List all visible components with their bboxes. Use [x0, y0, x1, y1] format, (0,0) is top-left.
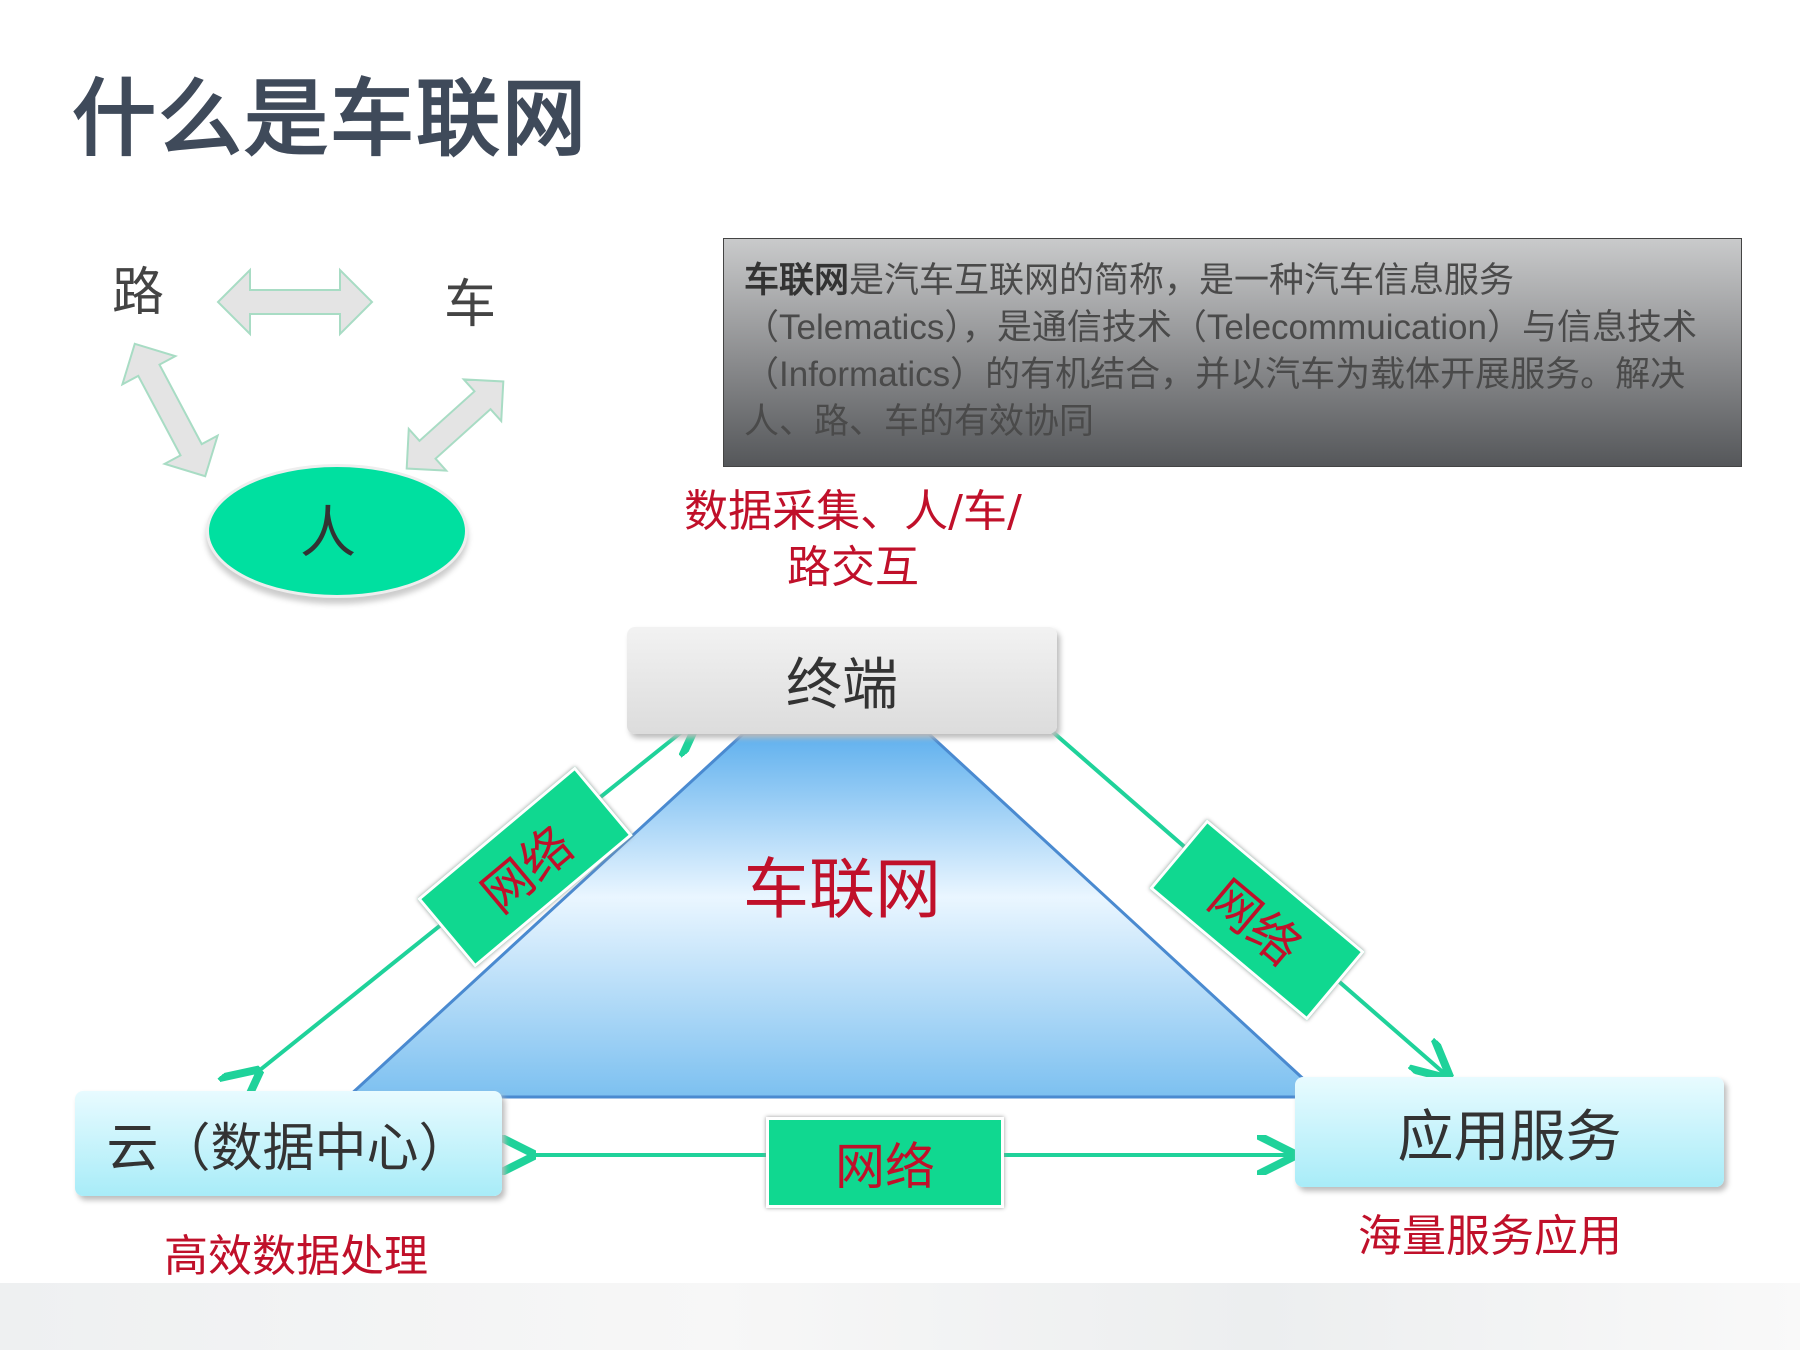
terminal-node: 终端: [627, 627, 1057, 734]
terminal-note: 数据采集、人/车/路交互: [684, 486, 1022, 593]
apps-node: 应用服务: [1295, 1077, 1724, 1187]
apps-note: 海量服务应用: [1358, 1211, 1622, 1262]
double-arrow-road-person: [120, 342, 220, 478]
description-box: 车联网是汽车互联网的简称，是一种汽车信息服务（Telematics），是通信技术…: [723, 238, 1742, 467]
page-title: 什么是车联网: [72, 70, 589, 168]
network-tag-bottom: 网络: [766, 1117, 1004, 1208]
label-person: 人: [300, 501, 356, 566]
cloud-node: 云（数据中心）: [75, 1091, 502, 1196]
background-strip: [0, 1283, 1800, 1350]
center-label: 车联网: [743, 851, 941, 928]
description-text: 是汽车互联网的简称，是一种汽车信息服务（Telematics），是通信技术（Te…: [744, 261, 1697, 441]
label-car: 车: [444, 275, 497, 335]
person-ellipse: [206, 464, 468, 598]
cloud-note: 高效数据处理: [164, 1231, 428, 1282]
label-road: 路: [112, 263, 165, 323]
double-arrow-car-person: [405, 378, 505, 472]
double-arrow-road-car: [216, 267, 374, 337]
description-lead: 车联网: [744, 261, 850, 300]
